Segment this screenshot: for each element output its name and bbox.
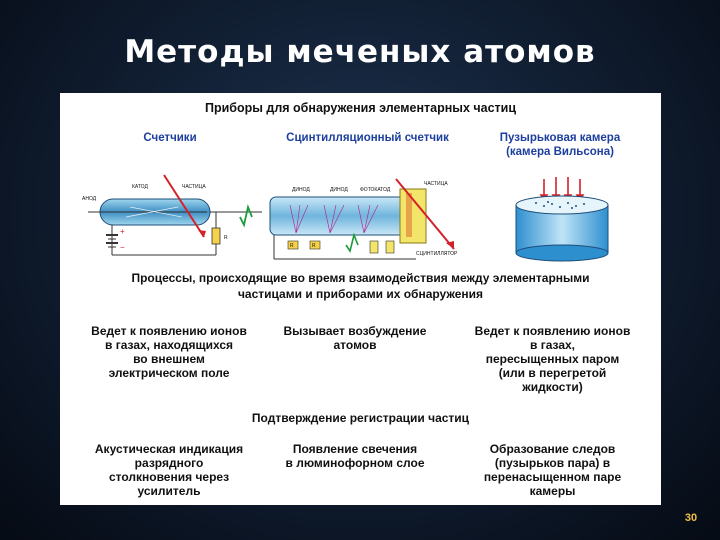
geiger-counter-diagram: АНОД КАТОД ЧАСТИЦА R + −: [82, 174, 262, 256]
process-line: жидкости): [522, 380, 583, 394]
slide-title: Методы меченых атомов: [124, 34, 596, 70]
content-panel: Приборы для обнаружения элементарных час…: [60, 93, 661, 505]
pulse-signal-icon: [239, 203, 253, 228]
confirmation-line: перенасыщенном паре: [483, 470, 622, 484]
process-line: во внешнем: [133, 352, 205, 366]
scint-pulse-icon: [345, 232, 359, 253]
process-line: Вызывает возбуждение: [283, 324, 427, 338]
scintillation-counter-diagram: ДИНОД ДИНОД ФОТОКАТОД ЧАСТИЦА СЦИНТИЛЛЯТ…: [269, 178, 458, 260]
process-line: в газах, находящихся: [105, 338, 233, 352]
process-cell-bubble-chamber: Ведет к появлению ионов в газах, пересыщ…: [460, 324, 645, 394]
processes-heading: Процессы, происходящие во время взаимоде…: [60, 270, 661, 302]
cathode-label: КАТОД: [132, 184, 148, 190]
processes-heading-line2: частицами и приборами их обнаружения: [237, 287, 484, 301]
confirmation-line: столкновения через: [108, 470, 230, 484]
photocathode-label: ФОТОКАТОД: [360, 187, 391, 193]
confirmation-cell-scintillation: Появление свечения в люминофорном слое: [270, 442, 440, 470]
confirmation-line: Акустическая индикация: [94, 442, 244, 456]
process-line: атомов: [333, 338, 377, 352]
scint-particle-label: ЧАСТИЦА: [424, 181, 448, 187]
process-line: Ведет к появлению ионов: [91, 324, 247, 338]
svg-text:+: +: [120, 227, 125, 236]
process-line: пересыщенных паром: [485, 352, 620, 366]
resistor-label: R: [224, 235, 228, 241]
svg-text:−: −: [120, 243, 125, 252]
confirmation-line: усилитель: [137, 484, 201, 498]
confirmation-line: разрядного: [134, 456, 204, 470]
bubble-chamber-sublabel: (камера Вильсона): [506, 146, 614, 158]
bubble-chamber-label: Пузырьковая камера: [499, 132, 621, 144]
dynode-label-1: ДИНОД: [292, 187, 310, 193]
scintillator-label: СЦИНТИЛЛЯТОР: [416, 251, 458, 257]
bubble-tracks: [535, 201, 585, 209]
scint-resistor-label-1: R: [290, 243, 294, 249]
confirmation-line: Образование следов: [489, 442, 616, 456]
column-header-bubble-chamber: Пузырьковая камера (камера Вильсона): [465, 131, 655, 159]
page-number: 30: [684, 512, 698, 524]
process-cell-scintillation: Вызывает возбуждение атомов: [270, 324, 440, 352]
process-line: в газах,: [529, 338, 576, 352]
confirmation-cell-counters: Акустическая индикация разрядного столкн…: [78, 442, 260, 498]
confirmation-line: Появление свечения: [292, 442, 418, 456]
resistor-icon: [211, 227, 221, 245]
confirmation-line: (пузырьков пара) в: [494, 456, 611, 470]
confirmation-cell-bubble-chamber: Образование следов (пузырьков пара) в пе…: [460, 442, 645, 498]
process-cell-counters: Ведет к появлению ионов в газах, находящ…: [78, 324, 260, 380]
column-header-scintillation: Сцинтилляционный счетчик: [286, 132, 449, 144]
dynode-label-2: ДИНОД: [330, 187, 348, 193]
confirmation-heading: Подтверждение регистрации частиц: [251, 411, 470, 425]
confirmation-line: камеры: [529, 484, 576, 498]
scint-resistor-label-2: R: [312, 243, 316, 249]
devices-heading: Приборы для обнаружения элементарных час…: [204, 101, 517, 115]
particle-label: ЧАСТИЦА: [182, 184, 206, 190]
process-line: Ведет к появлению ионов: [474, 324, 631, 338]
confirmation-line: в люминофорном слое: [285, 456, 425, 470]
column-header-counters: Счетчики: [143, 132, 197, 144]
processes-heading-line1: Процессы, происходящие во время взаимоде…: [131, 271, 590, 285]
process-line: электрическом поле: [108, 366, 230, 380]
bubble-chamber-diagram: [515, 177, 609, 262]
process-line: (или в перегретой: [498, 366, 607, 380]
anode-label: АНОД: [82, 196, 97, 202]
